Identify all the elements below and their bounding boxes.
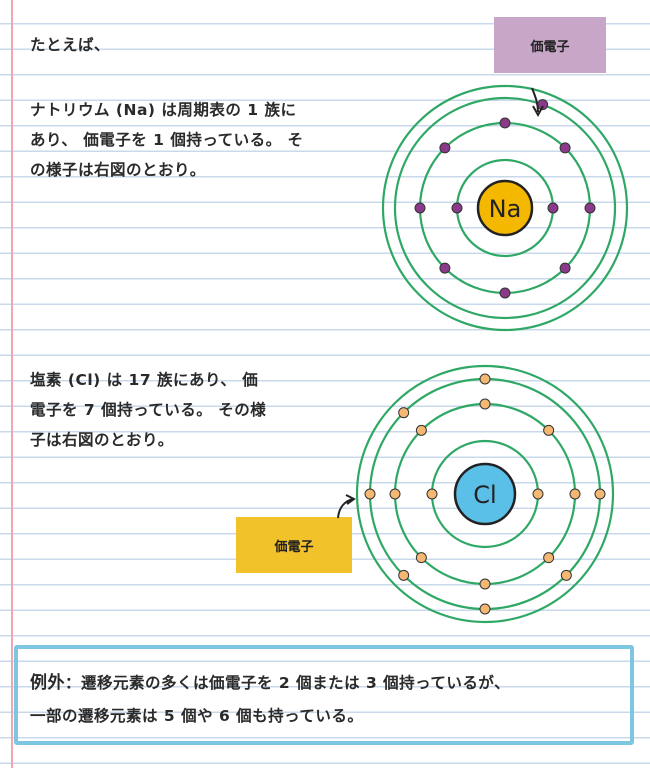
exception-text: 例外：遷移元素の多くは価電子を 2 個または 3 個持っているが、 一部の遷移元…	[30, 667, 510, 733]
na-electron	[414, 202, 426, 214]
cl-electron	[364, 488, 376, 500]
chlorine-arrow-head	[345, 494, 356, 505]
chlorine-line-2: 電子を 7 個持っている。 その様	[30, 401, 267, 419]
chlorine-line-1: 塩素 (Cl) は 17 族にあり、 価	[30, 371, 259, 389]
cl-electron	[479, 603, 491, 615]
chlorine-line-3: 子は右図のとおり。	[30, 431, 174, 449]
intro-text: たとえば、	[30, 30, 110, 60]
cl-electron	[543, 552, 555, 564]
na-electron	[584, 202, 596, 214]
chlorine-electrons	[364, 373, 606, 615]
cl-electron	[415, 424, 427, 436]
exception-box	[14, 645, 634, 745]
cl-electron	[594, 488, 606, 500]
chlorine-description: 塩素 (Cl) は 17 族にあり、 価 電子を 7 個持っている。 その様 子…	[30, 365, 266, 455]
sodium-line-3: の様子は右図のとおり。	[30, 161, 206, 179]
chlorine-nucleus	[453, 462, 517, 526]
sodium-arrow-head	[532, 105, 544, 118]
sodium-label-arrow	[531, 87, 539, 113]
exception-line-1: 例外：遷移元素の多くは価電子を 2 個または 3 個持っているが、	[30, 667, 510, 700]
cl-electron	[398, 407, 410, 419]
na-electron	[499, 287, 511, 299]
na-shell-4	[381, 84, 629, 332]
na-electron	[439, 142, 451, 154]
na-electron	[499, 117, 511, 129]
exception-line-1-rest: ：遷移元素の多くは価電子を 2 個または 3 個持っているが、	[65, 674, 511, 692]
cl-electron	[389, 488, 401, 500]
cl-electron	[532, 488, 544, 500]
na-electron	[547, 202, 559, 214]
exception-line-2: 一部の遷移元素は 5 個や 6 個も持っている。	[30, 707, 364, 725]
cl-electron	[398, 569, 410, 581]
na-electron	[439, 262, 451, 274]
cl-electron	[560, 569, 572, 581]
chlorine-valence-label: 価電子	[236, 517, 352, 573]
na-electron	[559, 262, 571, 274]
cl-electron	[479, 373, 491, 385]
sodium-line-2: あり、 価電子を 1 個持っている。 そ	[30, 131, 304, 149]
na-shell-3	[393, 96, 617, 320]
sodium-electrons	[414, 99, 596, 299]
intro-line: たとえば、	[30, 36, 111, 54]
sodium-line-1: ナトリウム (Na) は周期表の 1 族に	[30, 101, 297, 119]
na-electron	[559, 142, 571, 154]
cl-electron	[479, 398, 491, 410]
sodium-atom-diagram: Na	[381, 84, 629, 332]
na-electron	[451, 202, 463, 214]
cl-electron	[415, 552, 427, 564]
cl-electron	[426, 488, 438, 500]
chlorine-symbol: Cl	[473, 481, 496, 509]
cl-electron	[543, 424, 555, 436]
cl-shell-4	[355, 364, 615, 624]
chlorine-label-arrow	[337, 498, 354, 519]
sodium-symbol: Na	[489, 195, 522, 223]
sodium-valence-label: 価電子	[494, 17, 606, 73]
sodium-nucleus	[476, 179, 534, 237]
chlorine-atom-diagram: Cl	[337, 364, 615, 624]
exception-title: 例外	[30, 673, 65, 693]
sodium-description: ナトリウム (Na) は周期表の 1 族に あり、 価電子を 1 個持っている。…	[30, 95, 303, 185]
cl-electron	[479, 578, 491, 590]
cl-electron	[569, 488, 581, 500]
